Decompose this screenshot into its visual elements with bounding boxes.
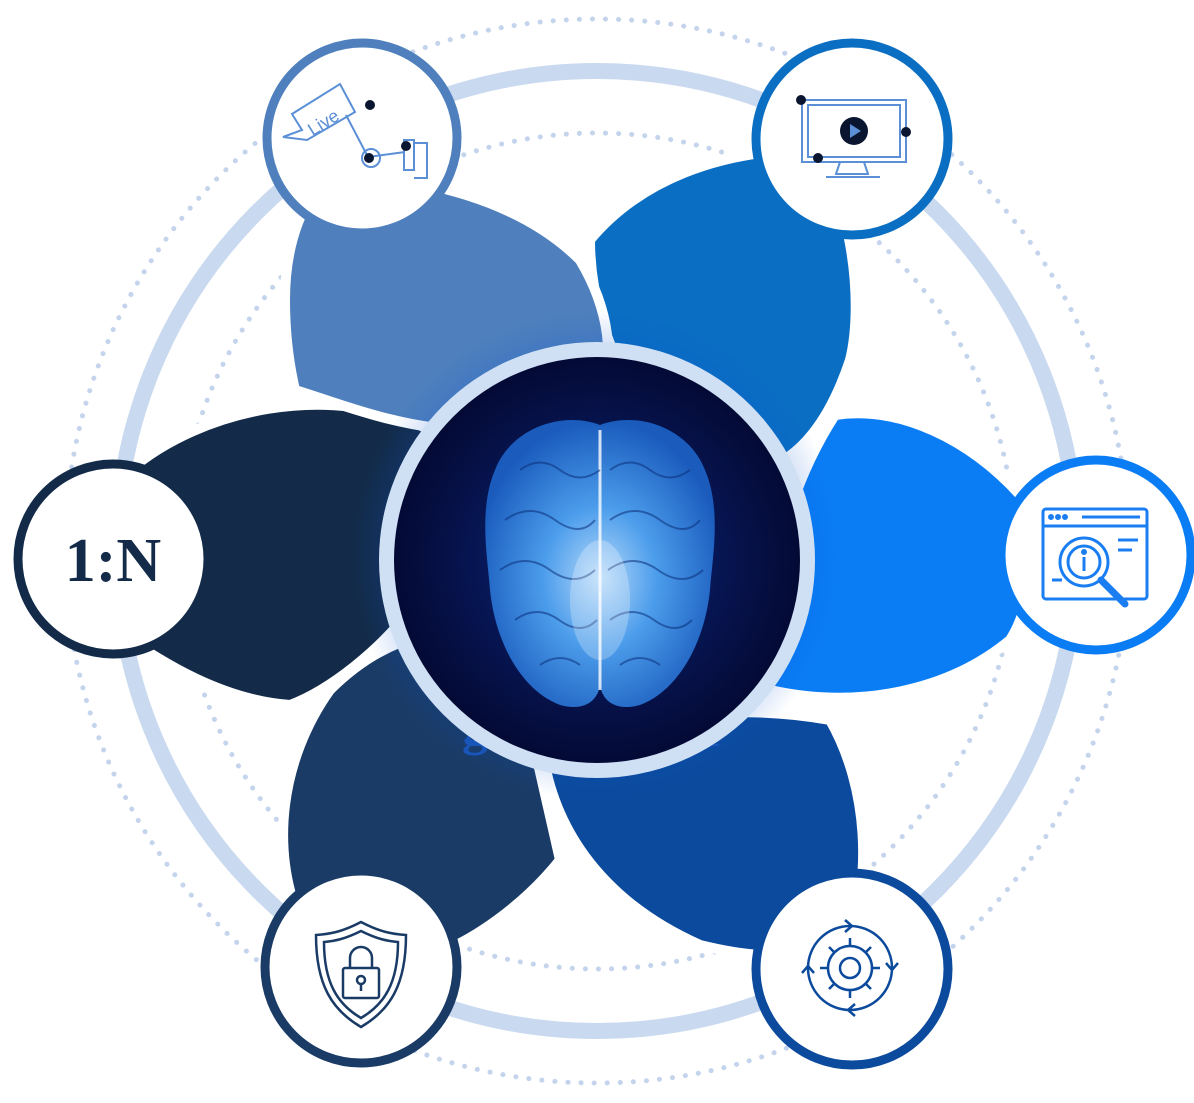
search-info-window-icon <box>1041 507 1149 608</box>
node-one-to-n[interactable]: 1:N <box>13 459 213 659</box>
shield-lock-icon <box>314 920 408 1029</box>
brain-icon <box>485 420 715 708</box>
gear-cycle-icon <box>801 919 899 1017</box>
node-search-info[interactable] <box>996 455 1194 655</box>
node-live-camera[interactable]: Live <box>262 38 462 238</box>
one-to-n-label: 1:N <box>65 527 161 595</box>
node-security[interactable] <box>260 866 462 1068</box>
icon-nodes: Live <box>13 38 1194 1070</box>
node-process-cycle[interactable] <box>751 868 953 1070</box>
brain-core <box>352 310 842 800</box>
node-video-screen[interactable] <box>751 38 953 240</box>
